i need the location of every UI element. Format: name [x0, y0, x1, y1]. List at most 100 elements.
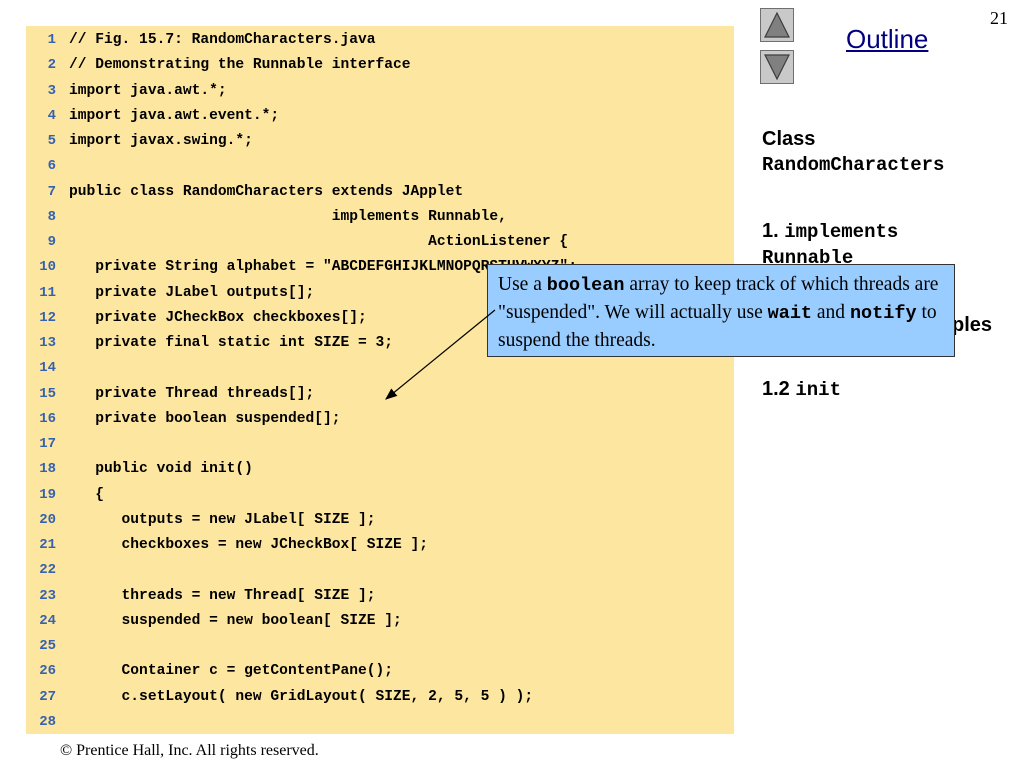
code-line: 3 import java.awt.*;: [26, 79, 734, 104]
code-line: 15 private Thread threads[];: [26, 382, 734, 407]
code-text: c.setLayout( new GridLayout( SIZE, 2, 5,…: [69, 688, 534, 705]
code-text: // Demonstrating the Runnable interface: [69, 57, 411, 74]
code-line: 13 private final static int SIZE = 3;: [26, 331, 734, 356]
outline-item-1-2-number: 1.2: [762, 378, 790, 400]
line-number: 23: [39, 587, 56, 604]
code-text: // Fig. 15.7: RandomCharacters.java: [69, 32, 376, 48]
code-text: import java.awt.*;: [69, 82, 227, 99]
line-number: 21: [39, 537, 56, 553]
line-number: 11: [39, 284, 56, 301]
outline-item-1-number: 1.: [762, 220, 779, 242]
code-text: suspended = new boolean[ SIZE ];: [69, 612, 402, 629]
line-number: 20: [39, 511, 56, 528]
outline-link[interactable]: Outline: [846, 24, 929, 54]
code-line: 27 c.setLayout( new GridLayout( SIZE, 2,…: [26, 685, 734, 710]
code-text: public void init(): [69, 461, 253, 478]
line-number: 16: [39, 410, 56, 427]
line-number: 8: [47, 208, 56, 225]
outline-class-name: RandomCharacters: [762, 154, 945, 176]
line-number: 19: [39, 486, 56, 503]
code-text: implements Runnable,: [69, 208, 507, 225]
code-text: private JCheckBox checkboxes[];: [69, 309, 367, 326]
code-text: public class RandomCharacters extends JA…: [69, 183, 464, 200]
line-number: 6: [47, 158, 56, 175]
callout-code-boolean: boolean: [546, 275, 625, 296]
callout-note: Use a boolean array to keep track of whi…: [487, 264, 955, 357]
previous-slide-button[interactable]: [760, 8, 794, 42]
code-text: outputs = new JLabel[ SIZE ];: [69, 511, 376, 528]
code-line: 8 implements Runnable,: [26, 205, 734, 230]
code-line: 22: [26, 558, 734, 583]
code-text: threads = new Thread[ SIZE ];: [69, 587, 376, 604]
code-line: 9 ActionListener {: [26, 230, 734, 255]
next-slide-button[interactable]: [760, 50, 794, 84]
callout-text-4: to suspend the threads.: [498, 302, 937, 351]
code-line: 7 public class RandomCharacters extends J…: [26, 180, 734, 205]
code-line: 17: [26, 432, 734, 457]
code-line: 16 private boolean suspended[];: [26, 407, 734, 432]
line-number: 7: [47, 183, 56, 200]
code-text: import java.awt.event.*;: [69, 107, 280, 124]
code-text: private Thread threads[];: [69, 385, 315, 402]
code-text: private JLabel outputs[];: [69, 284, 315, 301]
line-number: 13: [39, 335, 56, 351]
outline-item-1-2: 1.2 init: [762, 376, 841, 403]
line-number: 27: [39, 688, 56, 705]
line-number: 17: [39, 436, 56, 452]
code-text: Container c = getContentPane();: [69, 663, 394, 680]
line-number: 15: [39, 385, 56, 402]
page-number: 21: [990, 8, 1008, 28]
code-line: 20 outputs = new JLabel[ SIZE ];: [26, 508, 734, 533]
line-number: 12: [39, 309, 56, 326]
code-line: 25: [26, 634, 734, 659]
outline-item-1-code: implements: [784, 221, 899, 243]
code-text: ActionListener {: [69, 234, 569, 250]
code-line: 18 public void init(): [26, 457, 734, 482]
code-text: private final static int SIZE = 3;: [69, 335, 394, 351]
outline-item-1-1-partial: ples: [952, 314, 993, 336]
callout-text-2: array to keep track of which threads are…: [498, 274, 939, 323]
code-line: 5 import javax.swing.*;: [26, 129, 734, 154]
code-line: 6: [26, 154, 734, 179]
callout-text-1: Use a: [498, 274, 547, 295]
outline-item-1-2-code: init: [795, 379, 841, 401]
callout-code-wait: wait: [767, 303, 813, 324]
code-line: 21 checkboxes = new JCheckBox[ SIZE ];: [26, 533, 734, 558]
line-number: 22: [39, 562, 56, 579]
line-number: 26: [39, 663, 56, 680]
triangle-up-icon: [764, 12, 790, 38]
callout-code-notify: notify: [849, 303, 917, 324]
code-line: 28: [26, 710, 734, 735]
copyright-footer: © Prentice Hall, Inc. All rights reserve…: [60, 742, 319, 759]
code-line: 14: [26, 356, 734, 381]
outline-item-1: 1. implements Runnable: [762, 218, 898, 271]
callout-text-3: and: [812, 302, 850, 323]
code-text: import javax.swing.*;: [69, 133, 253, 149]
code-text: {: [69, 486, 105, 503]
code-line: 26 Container c = getContentPane();: [26, 659, 734, 684]
code-line: 2 // Demonstrating the Runnable interface: [26, 53, 734, 78]
outline-class-item: Class RandomCharacters: [762, 126, 944, 178]
line-number: 5: [47, 133, 56, 149]
triangle-down-icon: [764, 54, 790, 80]
line-number: 18: [39, 461, 56, 478]
line-number: 3: [47, 82, 56, 99]
line-number: 24: [39, 612, 56, 629]
line-number: 10: [39, 259, 56, 276]
code-text: private boolean suspended[];: [69, 410, 341, 427]
line-number: 28: [39, 713, 56, 730]
code-line: 4 import java.awt.event.*;: [26, 104, 734, 129]
line-number: 14: [39, 360, 56, 377]
code-line: 23 threads = new Thread[ SIZE ];: [26, 584, 734, 609]
code-line: 24 suspended = new boolean[ SIZE ];: [26, 609, 734, 634]
outline-class-label: Class: [762, 128, 816, 150]
code-line: 11 private JLabel outputs[];: [26, 281, 734, 306]
code-line: 19 {: [26, 483, 734, 508]
line-number: 4: [47, 107, 56, 124]
line-number: 2: [47, 57, 56, 74]
line-number: 1: [47, 32, 56, 48]
code-text: checkboxes = new JCheckBox[ SIZE ];: [69, 537, 429, 553]
line-number: 25: [39, 638, 56, 654]
code-line: 1 // Fig. 15.7: RandomCharacters.java: [26, 28, 734, 53]
code-line: 12 private JCheckBox checkboxes[];: [26, 306, 734, 331]
